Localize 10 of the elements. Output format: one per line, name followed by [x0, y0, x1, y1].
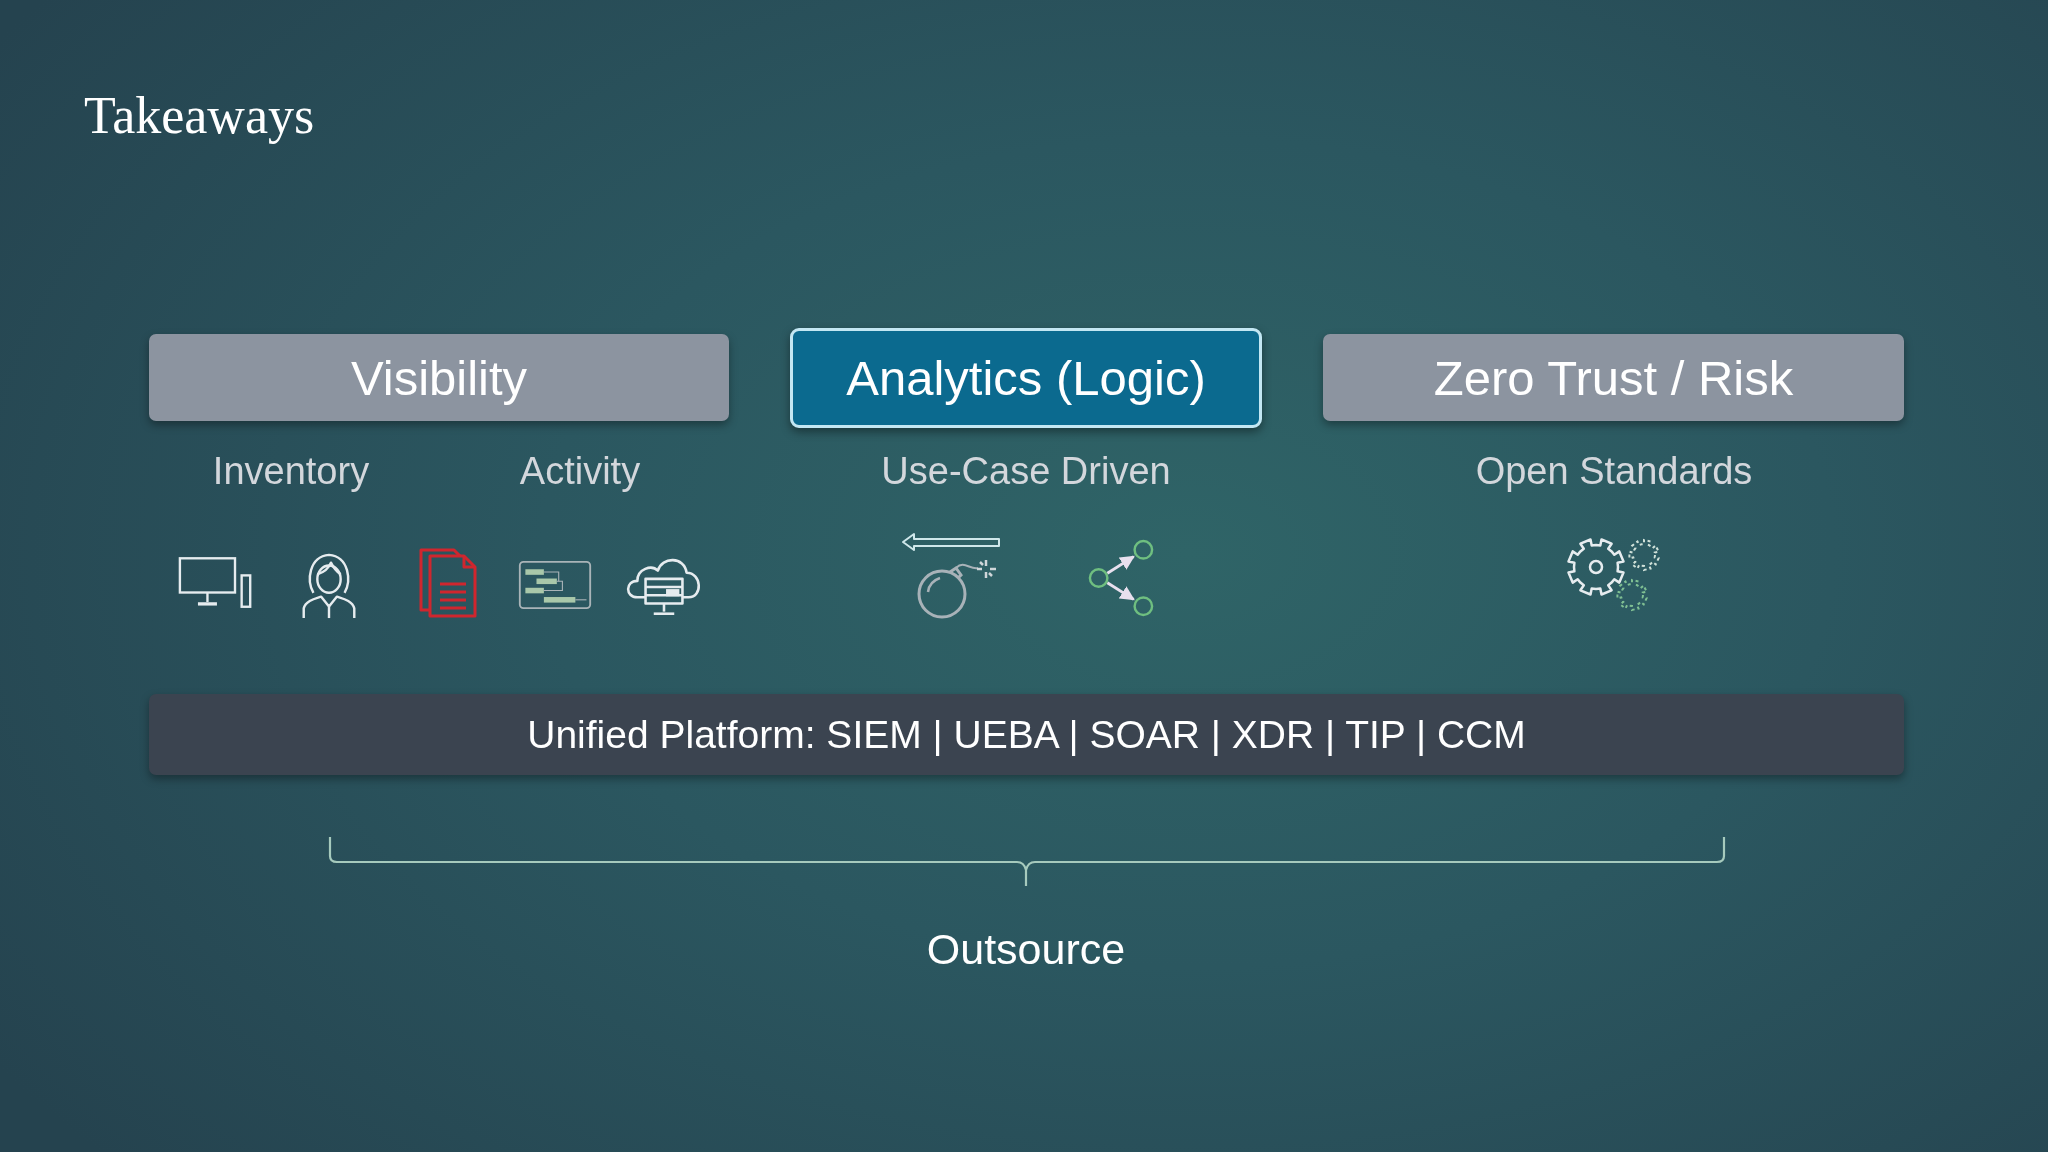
- group-label: Outsource: [926, 926, 1126, 974]
- category-header: Visibility: [149, 334, 729, 421]
- highlighted-category-header: Analytics (Logic): [790, 328, 1262, 428]
- subheading-label: Use-Case Driven: [881, 451, 1171, 493]
- subheading-label: Inventory: [212, 451, 370, 493]
- category-header: Zero Trust / Risk: [1323, 334, 1904, 421]
- subheading-label: Open Standards: [1475, 451, 1753, 493]
- slide-title: Takeaways: [84, 86, 315, 146]
- platform-bar: Unified Platform: SIEM | UEBA | SOAR | XDR | TIP | CCM: [149, 694, 1904, 775]
- subheading-label: Activity: [519, 451, 641, 493]
